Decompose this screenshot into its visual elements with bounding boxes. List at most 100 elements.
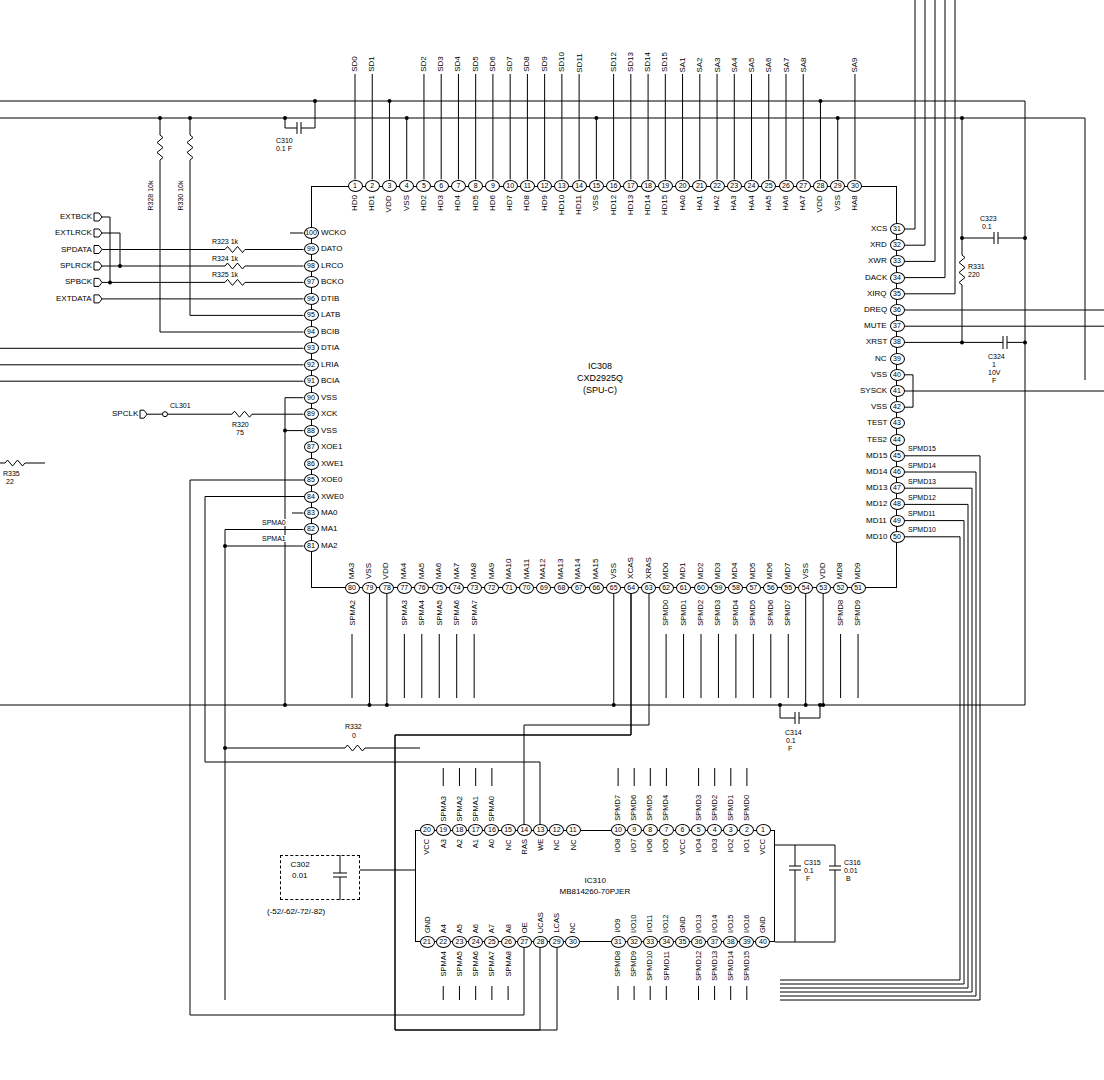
pin-name: XCS [871, 225, 887, 233]
test-point [163, 412, 168, 417]
pin-number: 34 [659, 936, 674, 948]
pin-name: I/O10 [631, 915, 639, 933]
pin-number: 15 [589, 180, 604, 192]
pin-number: 7 [451, 180, 466, 192]
net-label: SD4 [454, 56, 462, 72]
component-value: 0.1 [982, 223, 992, 230]
junction-dot [1023, 236, 1027, 240]
net-label: SD15 [661, 52, 669, 72]
pin-name: MD9 [854, 562, 862, 579]
pin-number: 51 [851, 582, 866, 594]
signal-connector [205, 497, 540, 831]
pin-number: 35 [890, 288, 905, 300]
pin-number: 6 [675, 824, 690, 836]
bus-wire [780, 456, 980, 1000]
pin-name: MA0 [321, 509, 337, 517]
pin-number: 94 [304, 326, 319, 338]
pin-name: MD3 [714, 562, 722, 579]
pin-name: A4 [440, 924, 448, 933]
pin-number: 12 [549, 824, 564, 836]
component-label: R323 1k [212, 238, 238, 245]
power-wire [389, 101, 837, 180]
pin-name: I/O14 [711, 915, 719, 933]
pin-name: HD6 [489, 195, 497, 211]
pin-number: 62 [659, 582, 674, 594]
net-label: SPMD11 [663, 951, 671, 980]
junction-dot [960, 236, 964, 240]
signal-connector-label: SPDATA [61, 246, 92, 254]
pin-name: VSS [871, 371, 887, 379]
component-value: 0.1 [804, 867, 814, 874]
net-label: SD12 [610, 52, 618, 72]
signal-connector [190, 480, 524, 1015]
pin-number: 86 [304, 458, 319, 470]
pin-name: MD14 [866, 468, 887, 476]
component-value: 75 [236, 429, 244, 436]
pin-number: 38 [723, 936, 738, 948]
pin-name: MA11 [523, 559, 531, 579]
pin-name: NC [875, 355, 887, 363]
junction-dot [283, 703, 287, 707]
pin-number: 100 [304, 227, 319, 239]
pin-name: GND [678, 916, 686, 933]
net-label: SPMD8 [614, 951, 622, 977]
pin-number: 8 [643, 824, 658, 836]
pin-number: 36 [691, 936, 706, 948]
pin-number: 24 [744, 180, 759, 192]
component-label: R331 [968, 263, 985, 270]
net-label: SPMD0 [662, 600, 670, 626]
pin-name: I/O3 [711, 839, 719, 853]
pin-number: 74 [449, 582, 464, 594]
component-value: 0.1 [786, 737, 796, 744]
pin-number: 20 [675, 180, 690, 192]
pin-name: MA15 [592, 558, 600, 579]
net-label: SPMD14 [727, 951, 735, 981]
pin-number: 43 [890, 417, 905, 429]
pin-number: 14 [572, 180, 587, 192]
net-label: SA7 [782, 57, 790, 72]
pin-name: HA6 [782, 195, 790, 211]
pin-name: I/O2 [727, 839, 735, 853]
pin-name: BCIB [321, 328, 340, 336]
pin-number: 26 [501, 936, 516, 948]
pin-name: MA4 [401, 563, 409, 579]
pin-number: 17 [623, 180, 638, 192]
pin-name: HD15 [662, 195, 670, 215]
net-label: SPMA0 [488, 796, 496, 821]
pin-number: 85 [304, 474, 319, 486]
pin-name: HA2 [713, 195, 721, 211]
pin-number: 60 [694, 582, 709, 594]
pin-number: 9 [627, 824, 642, 836]
pin-name: MA6 [435, 563, 443, 579]
pin-number: 65 [606, 582, 621, 594]
pin-number: 70 [519, 582, 534, 594]
net-label: SD8 [523, 56, 531, 72]
pin-number: 2 [739, 824, 754, 836]
pin-name: XRAS [645, 557, 653, 579]
component-label: C310 [276, 137, 293, 144]
pin-name: MD8 [837, 562, 845, 579]
net-label: SA1 [679, 57, 687, 72]
pin-name: HD1 [368, 195, 376, 211]
net-label: SD6 [489, 56, 497, 72]
pin-name: MD15 [866, 452, 887, 460]
pin-number: 17 [468, 824, 483, 836]
pin-name: HA0 [678, 195, 686, 211]
capacitor-symbol [962, 232, 1025, 244]
pin-name: NC [569, 922, 577, 933]
signal-connector-label: SPBCK [65, 278, 92, 286]
net-label: SPMA3 [440, 796, 448, 821]
pin-number: 4 [707, 824, 722, 836]
memory-bus-wire [443, 768, 747, 1000]
signal-connector [395, 588, 631, 1030]
component-label: C316 [844, 859, 861, 866]
pin-number: 21 [692, 180, 707, 192]
capacitor-symbol [780, 705, 820, 724]
pin-number: 20 [420, 824, 435, 836]
junction-dot [223, 544, 227, 548]
pin-name: DTIB [321, 295, 339, 303]
pin-name: LRCO [321, 262, 343, 270]
pin-name: HD12 [610, 195, 618, 215]
pin-name: WCKO [321, 229, 346, 237]
pin-number: 27 [517, 936, 532, 948]
